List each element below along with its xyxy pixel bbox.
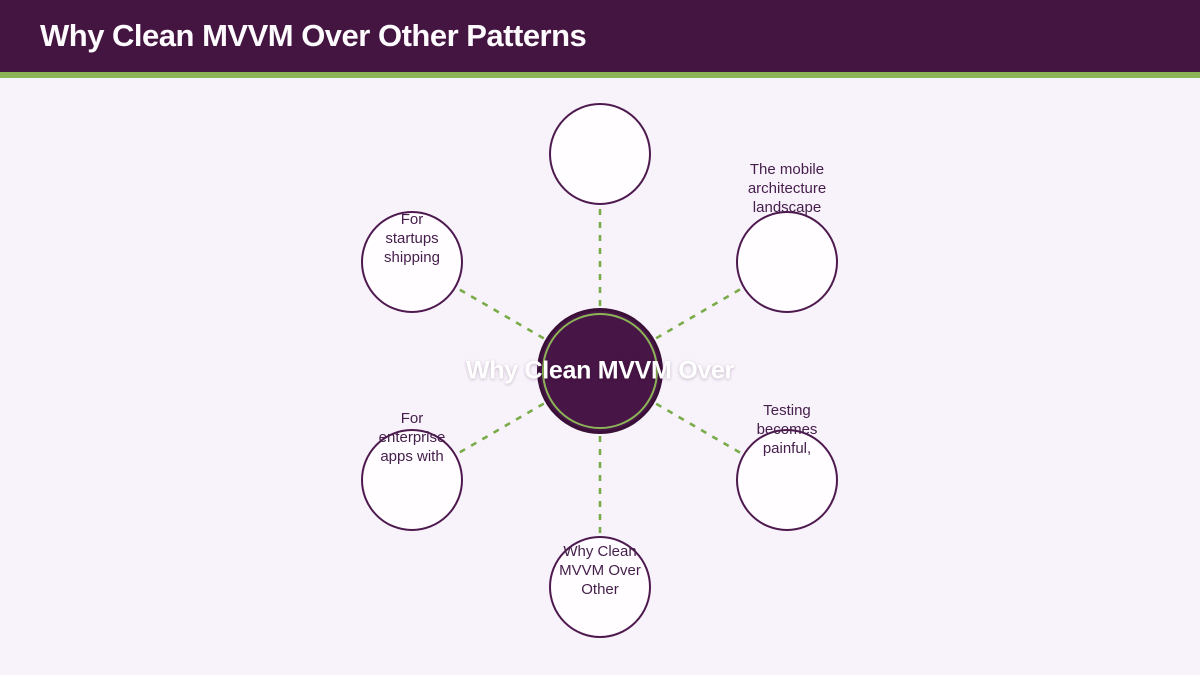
satellite-node-bottom-right: [736, 429, 838, 531]
slide-title: Why Clean MVVM Over Other Patterns: [40, 18, 587, 53]
connector-line-bottom-right: [599, 369, 788, 482]
header-bar: Why Clean MVVM Over Other Patterns: [0, 0, 1200, 72]
connector-line-top-right: [599, 260, 788, 373]
header-accent-divider: [0, 72, 1200, 78]
satellite-label-top-left: For startups shipping: [384, 211, 440, 266]
connector-line-top-left: [411, 260, 601, 373]
satellite-node-bottom: [549, 536, 651, 638]
satellite-node-top-right: [736, 211, 838, 313]
connector-line-bottom-left: [411, 369, 601, 482]
satellite-label-bottom-right: Testing becomes painful,: [756, 402, 818, 457]
satellite-label-top-right: The mobile architecture landscape: [747, 161, 827, 216]
satellite-label-bottom: Why Clean MVVM Over Other: [559, 543, 641, 598]
satellite-node-top: [549, 103, 651, 205]
hub-node: [537, 308, 663, 434]
satellite-node-bottom-left: [361, 429, 463, 531]
hub-label: Why Clean MVVM Over: [466, 356, 734, 385]
satellite-label-bottom-left: For enterprise apps with: [378, 410, 446, 465]
satellite-node-top-left: [361, 211, 463, 313]
